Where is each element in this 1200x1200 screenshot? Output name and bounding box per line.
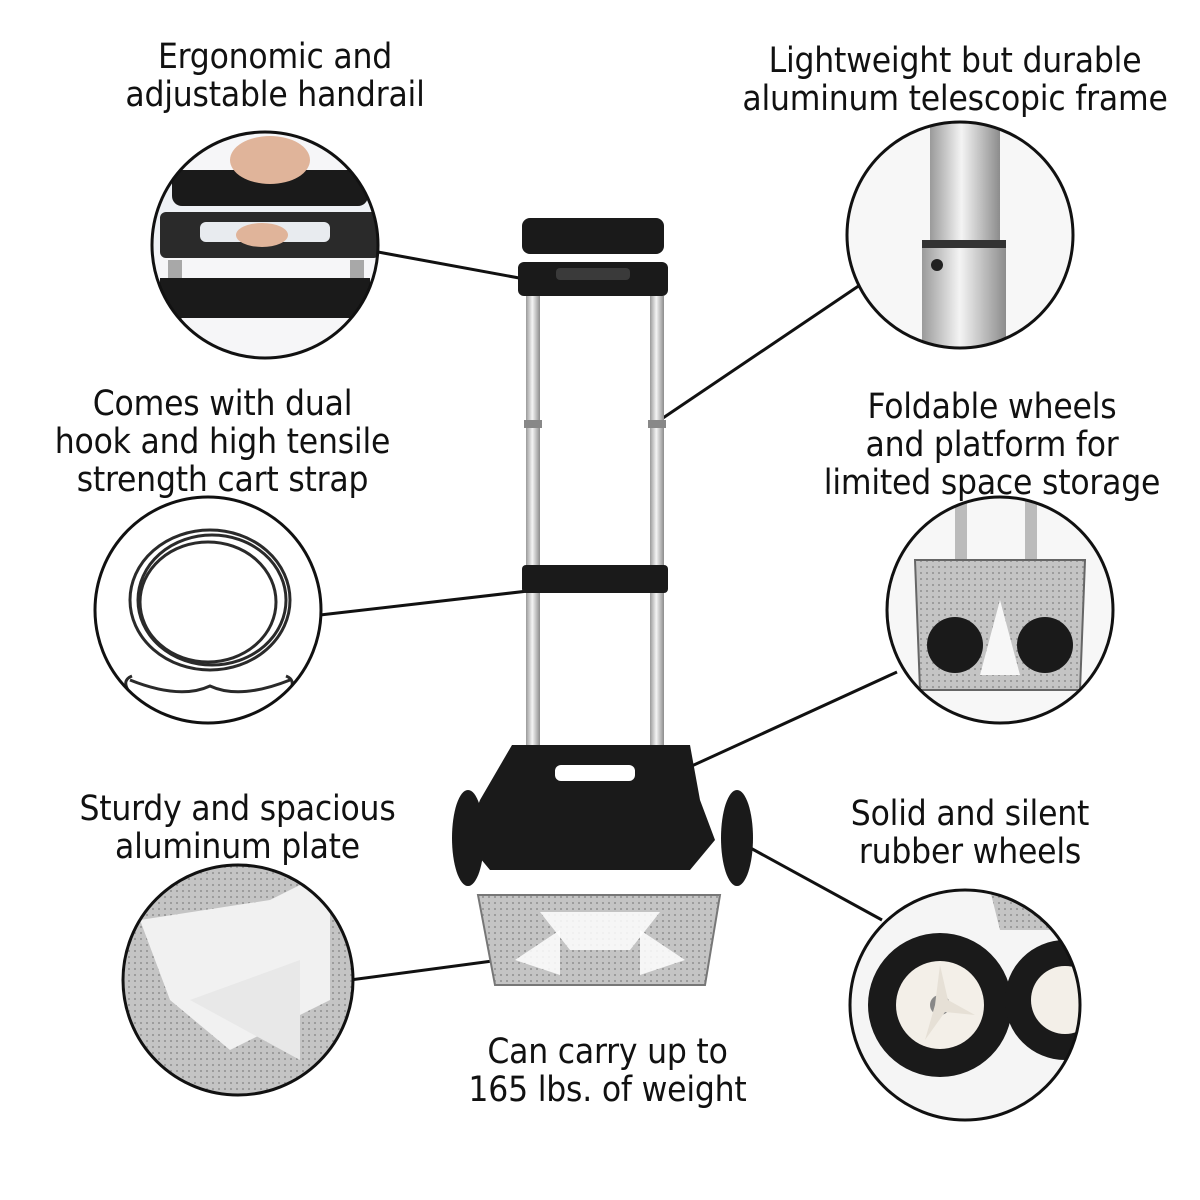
- handrail-detail-circle: [150, 130, 380, 360]
- caption-frame-line-2: aluminum telescopic frame: [742, 79, 1168, 119]
- frame-detail-circle: [845, 120, 1075, 350]
- hand-truck: [452, 218, 753, 986]
- caption-wheels-line-2: rubber wheels: [858, 832, 1082, 872]
- caption-foldable-line-1: Foldable wheels: [867, 387, 1117, 427]
- caption-strap-line-2: hook and high tensile: [54, 422, 391, 462]
- caption-foldable: Foldable wheels and platform for limited…: [812, 388, 1172, 502]
- caption-wheels: Solid and silent rubber wheels: [830, 795, 1110, 871]
- leader-line-plate: [349, 958, 501, 982]
- caption-handrail-line-1: Ergonomic and: [157, 37, 393, 77]
- caption-capacity: Can carry up to 165 lbs. of weight: [440, 1033, 775, 1109]
- caption-plate: Sturdy and spacious aluminum plate: [60, 790, 415, 866]
- leader-line-handrail: [377, 250, 531, 282]
- caption-frame-line-1: Lightweight but durable: [768, 41, 1142, 81]
- strap-detail-circle: [93, 495, 323, 725]
- caption-handrail-line-2: adjustable handrail: [125, 75, 425, 115]
- caption-strap-line-1: Comes with dual: [92, 384, 353, 424]
- caption-capacity-line-1: Can carry up to: [487, 1032, 728, 1072]
- caption-foldable-line-3: limited space storage: [823, 463, 1161, 503]
- leader-lines: [319, 250, 898, 982]
- wheels-detail-circle: [848, 888, 1082, 1122]
- caption-strap: Comes with dual hook and high tensile st…: [40, 385, 405, 499]
- foldable-detail-circle: [885, 495, 1115, 725]
- caption-frame: Lightweight but durable aluminum telesco…: [730, 42, 1180, 118]
- plate-detail-circle: [121, 863, 355, 1097]
- caption-strap-line-3: strength cart strap: [76, 460, 369, 500]
- caption-plate-line-1: Sturdy and spacious: [79, 789, 396, 829]
- leader-line-foldable: [671, 670, 898, 777]
- leader-line-frame: [659, 283, 861, 422]
- caption-wheels-line-1: Solid and silent: [850, 794, 1090, 834]
- caption-handrail: Ergonomic and adjustable handrail: [105, 38, 445, 114]
- caption-capacity-line-2: 165 lbs. of weight: [468, 1070, 747, 1110]
- leader-line-wheels: [744, 843, 883, 922]
- caption-plate-line-2: aluminum plate: [115, 827, 360, 867]
- caption-foldable-line-2: and platform for: [865, 425, 1119, 465]
